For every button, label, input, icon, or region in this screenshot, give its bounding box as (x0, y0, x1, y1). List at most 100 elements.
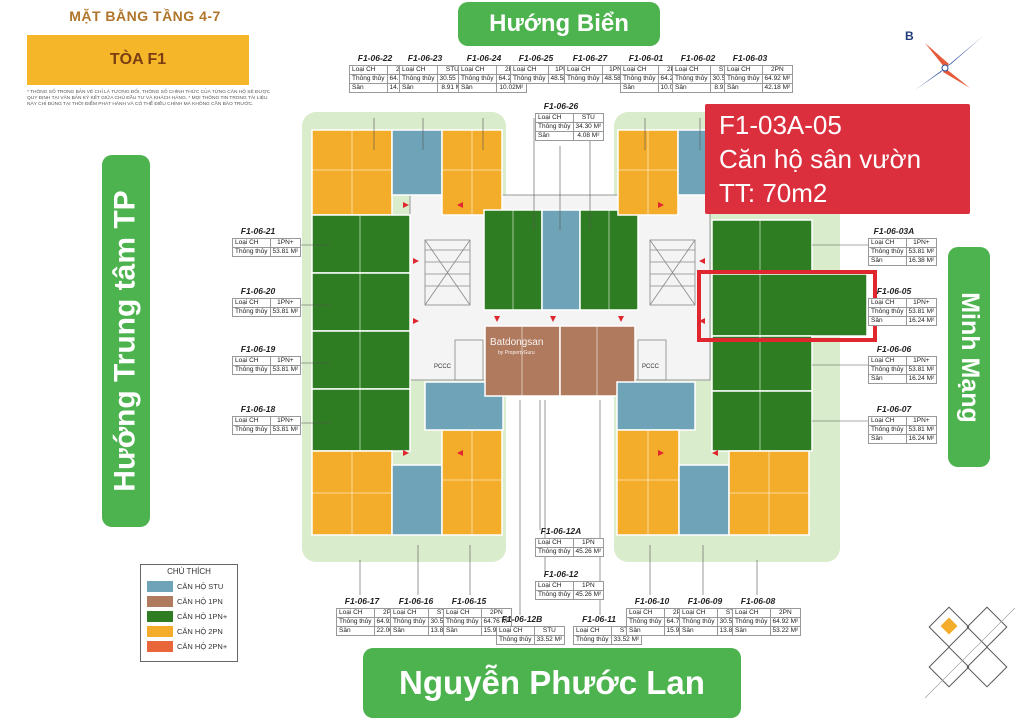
unit-spec-cell: 10.02M² (495, 83, 528, 93)
unit-spec-cell: 53.81 M² (905, 307, 938, 317)
site-minimap-icon (924, 606, 1016, 699)
legend-swatch (147, 581, 173, 592)
unit-spec-cell: 45.26 M² (572, 590, 605, 600)
room-lines (312, 130, 809, 535)
unit-spec-cell: Thông thủy (626, 617, 665, 627)
unit-id: F1-06-23 (407, 53, 443, 63)
unit-spec-cell: Thông thủy (232, 365, 271, 375)
unit-id: F1-06-02 (680, 53, 716, 63)
unit-spec-cell: Thông thủy (399, 74, 438, 84)
unit-id: F1-06-12 (543, 569, 579, 579)
direction-bottom: Nguyễn Phước Lan (363, 648, 741, 718)
unit-spec-cell: Loại CH (564, 65, 603, 75)
unit-spec-cell: Sân (868, 434, 907, 444)
unit-spec-cell: Loại CH (868, 356, 907, 366)
unit-spec-cell: 16.24 M² (905, 434, 938, 444)
unit-spec-cell: Sân (535, 131, 574, 141)
unit-id: F1-06-24 (466, 53, 502, 63)
unit-spec-cell: 1PN (572, 581, 605, 591)
unit-id: F1-06-20 (240, 286, 276, 296)
disclaimer-note: * THÔNG SỐ TRONG BẢN VẼ CHỈ LÀ TƯƠNG ĐỐI… (27, 90, 271, 107)
direction-right: Minh Mạng (948, 247, 990, 467)
unit-block-07 (711, 390, 813, 452)
unit-spec-cell: 53.81 M² (269, 247, 302, 257)
unit-spec-cell: Sân (868, 374, 907, 384)
unit-id: F1-06-19 (240, 344, 276, 354)
unit-spec-cell: Sân (399, 83, 438, 93)
direction-top-label: Hướng Biển (489, 10, 629, 37)
unit-id: F1-06-15 (451, 596, 487, 606)
unit-spec-cell: 1PN+ (905, 416, 938, 426)
legend-label: CĂN HỘ 1PN (177, 597, 223, 606)
unit-block-23 (391, 129, 443, 196)
unit-spec-cell: Thông thủy (443, 617, 482, 627)
unit-block-20 (311, 272, 411, 332)
unit-spec-cell: Loại CH (868, 298, 907, 308)
compass-icon: B (905, 29, 983, 90)
unit-block-03a (711, 219, 813, 273)
unit-spec-cell: Thông thủy (535, 122, 574, 132)
unit-spec-cell: Thông thủy (868, 307, 907, 317)
unit-spec-cell: Sân (336, 626, 375, 636)
unit-id: F1-06-03 (732, 53, 768, 63)
unit-spec-cell: 64.92 M² (769, 617, 802, 627)
unit-id: F1-06-25 (518, 53, 554, 63)
unit-spec-cell: Loại CH (443, 608, 482, 618)
unit-spec-cell: Sân (868, 256, 907, 266)
unit-spec-cell: Loại CH (535, 581, 574, 591)
callout-type: Căn hộ sân vườn (719, 144, 922, 174)
unit-id: F1-06-09 (687, 596, 723, 606)
legend-label: CĂN HỘ 1PN+ (177, 612, 228, 621)
unit-spec-cell: Thông thủy (535, 547, 574, 557)
unit-spec-cell: 1PN (572, 538, 605, 548)
legend-item: CĂN HỘ 2PN (147, 624, 237, 639)
unit-spec-cell: Thông thủy (390, 617, 429, 627)
stair-cores (424, 239, 696, 381)
legend-swatch (147, 641, 173, 652)
unit-id: F1-06-08 (740, 596, 776, 606)
unit-spec-cell: 33.52 M² (533, 635, 566, 645)
unit-spec-cell: Loại CH (232, 416, 271, 426)
legend-item: CĂN HỘ 1PN+ (147, 609, 237, 624)
floor-title: MẶT BẰNG TẦNG 4-7 (69, 8, 221, 24)
unit-spec-cell: 1PN+ (269, 416, 302, 426)
unit-id: F1-06-12B (501, 614, 543, 624)
unit-spec-cell: Thông thủy (510, 74, 549, 84)
callout-area: TT: 70m2 (719, 178, 828, 208)
unit-id: F1-06-01 (628, 53, 664, 63)
unit-block-13 (616, 381, 696, 431)
legend-swatch (147, 626, 173, 637)
unit-spec-cell: 16.38 M² (905, 256, 938, 266)
unit-spec-cell: 16.24 M² (905, 316, 938, 326)
entrance-arrows (403, 202, 718, 456)
